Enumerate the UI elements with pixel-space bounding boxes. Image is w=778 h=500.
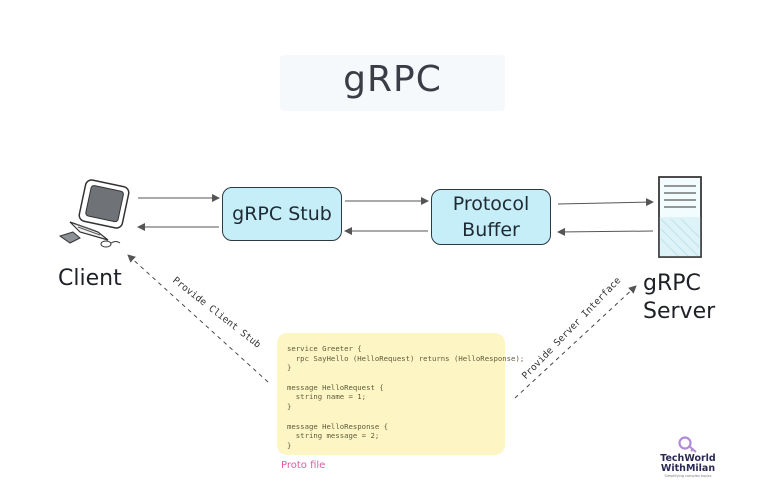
proto-line (287, 412, 505, 422)
client-computer-icon (58, 179, 130, 248)
proto-line: service Greeter { (287, 344, 362, 353)
server-label: gRPC Server (643, 270, 715, 326)
arrow-proto-to-server (514, 285, 637, 399)
title-band (280, 55, 505, 111)
proto-line: } (287, 363, 292, 373)
protocol-buffer-line-1: Protocol (452, 193, 530, 215)
server-label-line-2: Server (643, 299, 716, 324)
server-label-line-1: gRPC (643, 271, 701, 296)
diagram-title: gRPC (343, 59, 442, 100)
proto-line: string message = 2; (287, 431, 380, 441)
logo-key-icon (678, 436, 697, 453)
logo-tagline: Simplifying complex topics (664, 474, 712, 478)
proto-line: string name = 1; (287, 392, 367, 402)
proto-line (287, 373, 505, 383)
proto-file-caption: Proto file (281, 460, 326, 471)
arrow-proto-to-client (127, 254, 269, 383)
proto-line: message HelloResponse { (287, 421, 389, 431)
techworld-logo: TechWorld WithMilan Simplifying complex … (658, 436, 718, 482)
logo-line-2: WithMilan (660, 463, 716, 474)
arrow-buffer-to-server (557, 198, 654, 207)
proto-line: } (287, 440, 292, 450)
arrow-server-to-buffer (557, 227, 654, 236)
protocol-buffer-line-2: Buffer (462, 219, 520, 241)
proto-line: message HelloRequest { (287, 382, 384, 392)
proto-line: } (287, 402, 292, 412)
logo-line-1: TechWorld (660, 453, 716, 464)
server-rack-icon (658, 176, 702, 258)
proto-file-box: service Greeter { rpc SayHello (HelloReq… (277, 333, 525, 455)
protocol-buffer-box: Protocol Buffer (431, 189, 551, 245)
proto-line: rpc SayHello (HelloRequest) returns (Hel… (287, 353, 525, 363)
client-label: Client (58, 266, 122, 291)
grpc-stub-box: gRPC Stub (222, 187, 342, 241)
